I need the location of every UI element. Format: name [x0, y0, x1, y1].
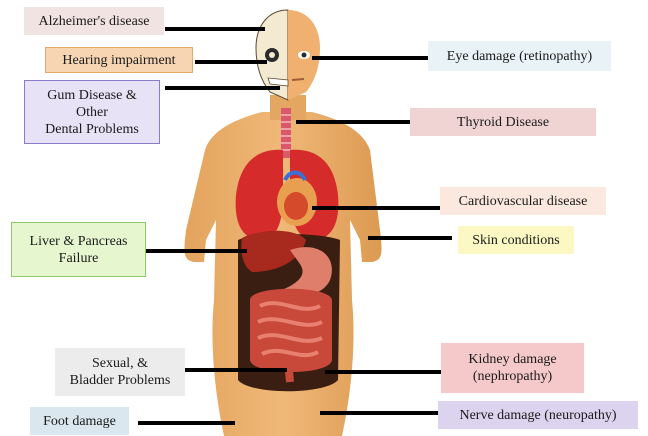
- label-liver-line1: Liver & Pancreas: [30, 233, 128, 250]
- connector-kidney: [325, 370, 441, 374]
- label-foot: Foot damage: [30, 407, 129, 435]
- label-kidney: Kidney damage (nephropathy): [441, 343, 584, 393]
- label-sexual-line1: Sexual, &: [92, 355, 148, 372]
- connector-alzheimers: [165, 27, 265, 31]
- label-thyroid: Thyroid Disease: [410, 108, 596, 136]
- label-gum-line2: Other: [76, 104, 108, 121]
- label-cardio: Cardiovascular disease: [440, 187, 606, 215]
- label-eye: Eye damage (retinopathy): [428, 41, 611, 71]
- label-liver: Liver & Pancreas Failure: [11, 222, 146, 277]
- label-thyroid-text: Thyroid Disease: [457, 114, 549, 131]
- connector-liver: [145, 249, 247, 253]
- connector-thyroid: [296, 120, 410, 124]
- label-gum: Gum Disease & Other Dental Problems: [24, 80, 160, 144]
- label-skin-text: Skin conditions: [472, 232, 560, 249]
- label-nerve: Nerve damage (neuropathy): [438, 401, 638, 429]
- label-cardio-text: Cardiovascular disease: [459, 193, 588, 210]
- label-hearing: Hearing impairment: [45, 47, 193, 73]
- label-alzheimers-text: Alzheimer's disease: [39, 13, 150, 30]
- label-nerve-text: Nerve damage (neuropathy): [459, 407, 616, 424]
- label-liver-line2: Failure: [59, 250, 99, 267]
- label-sexual-line2: Bladder Problems: [70, 372, 171, 389]
- connector-cardio: [312, 206, 440, 210]
- connector-foot: [138, 421, 235, 425]
- label-gum-line1: Gum Disease &: [47, 87, 136, 104]
- label-foot-text: Foot damage: [43, 413, 116, 430]
- label-alzheimers: Alzheimer's disease: [24, 7, 164, 35]
- label-sexual: Sexual, & Bladder Problems: [55, 348, 185, 396]
- label-eye-text: Eye damage (retinopathy): [447, 48, 592, 65]
- label-kidney-line1: Kidney damage: [468, 351, 556, 368]
- connector-skin: [368, 236, 452, 240]
- connector-hearing: [195, 60, 267, 64]
- connector-gum: [165, 86, 280, 90]
- label-hearing-text: Hearing impairment: [62, 52, 175, 69]
- label-skin: Skin conditions: [458, 226, 574, 254]
- label-kidney-line2: (nephropathy): [473, 368, 552, 385]
- connector-nerve: [320, 411, 438, 415]
- connector-eye: [312, 56, 428, 60]
- label-gum-line3: Dental Problems: [45, 121, 139, 138]
- connector-sexual: [185, 368, 287, 372]
